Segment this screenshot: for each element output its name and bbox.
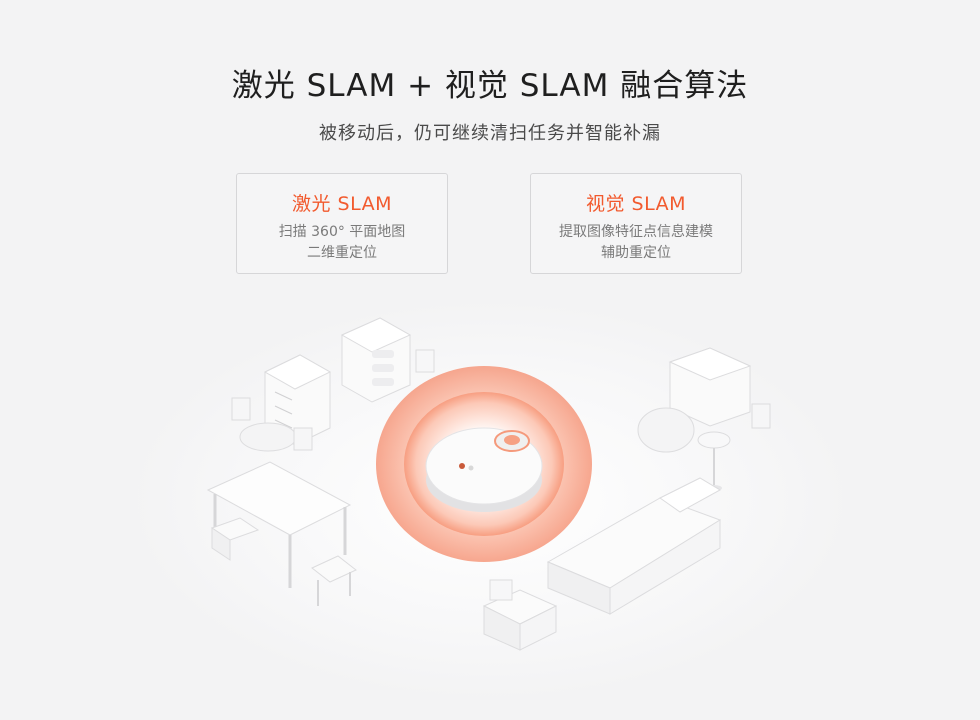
subheadline: 被移动后，仍可继续清扫任务并智能补漏 <box>319 123 661 144</box>
visual-slam-card: 视觉 SLAM 提取图像特征点信息建模 辅助重定位 <box>530 173 742 274</box>
laser-slam-line-1: 扫描 360° 平面地图 <box>278 224 406 240</box>
armchair-icon <box>482 579 558 651</box>
table-icon <box>206 461 352 588</box>
pouf-icon <box>637 407 695 453</box>
dresser-icon <box>263 354 332 446</box>
room-illustration <box>130 300 850 700</box>
cabinet-icon <box>340 317 435 403</box>
visual-slam-line-2: 辅助重定位 <box>601 245 671 261</box>
laser-slam-title: 激光 SLAM <box>291 193 392 215</box>
visual-slam-line-1: 提取图像特征点信息建模 <box>559 224 713 240</box>
sideboard-icon <box>668 347 771 429</box>
laser-slam-card: 激光 SLAM 扫描 360° 平面地图 二维重定位 <box>236 173 448 274</box>
headline: 激光 SLAM + 视觉 SLAM 融合算法 <box>231 68 749 104</box>
pouf-icon <box>239 422 297 452</box>
robot-vacuum-icon <box>425 427 543 512</box>
chair-icon <box>210 517 357 606</box>
sofa-icon <box>546 477 722 615</box>
visual-slam-title: 视觉 SLAM <box>585 193 686 215</box>
laser-slam-line-2: 二维重定位 <box>307 245 377 261</box>
